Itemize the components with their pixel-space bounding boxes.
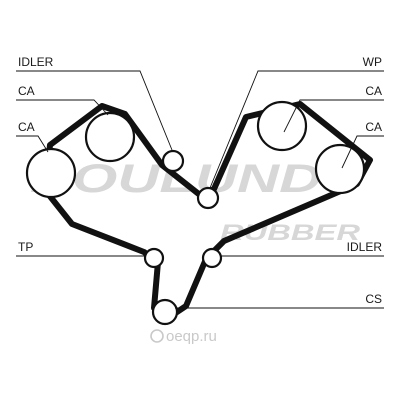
leader-ca-right-top (283, 99, 384, 133)
idler-pulley-top (161, 149, 185, 173)
label-cs: CS (365, 292, 382, 306)
label-ca-right-bottom: CA (365, 120, 382, 134)
label-wp: WP (363, 55, 382, 69)
camshaft-pulley-left-inner (84, 111, 136, 163)
camshaft-pulley-left-outer (25, 147, 77, 199)
label-tp: TP (18, 240, 33, 254)
brand-logo: oeqp.ru (150, 328, 217, 345)
tensioner-pulley (143, 247, 165, 269)
camshaft-pulley-right-inner (256, 100, 308, 152)
label-idler-right: IDLER (347, 240, 383, 254)
leader-ca-left-top (16, 99, 109, 116)
water-pump-pulley (196, 186, 220, 210)
leader-wp (209, 70, 384, 189)
idler-pulley-right (201, 247, 223, 269)
leader-ca-right-bottom (341, 135, 384, 169)
brand-logo-icon (150, 329, 164, 343)
camshaft-pulley-right-outer (314, 143, 366, 195)
leader-idler-top (16, 70, 173, 151)
brand-text: oeqp.ru (166, 328, 217, 345)
label-idler-top: IDLER (18, 55, 54, 69)
label-ca-left-bottom: CA (18, 120, 35, 134)
crankshaft-pulley (151, 298, 179, 326)
label-ca-right-top: CA (365, 84, 382, 98)
label-ca-left-top: CA (18, 84, 35, 98)
leader-ca-left-bottom (16, 135, 49, 153)
